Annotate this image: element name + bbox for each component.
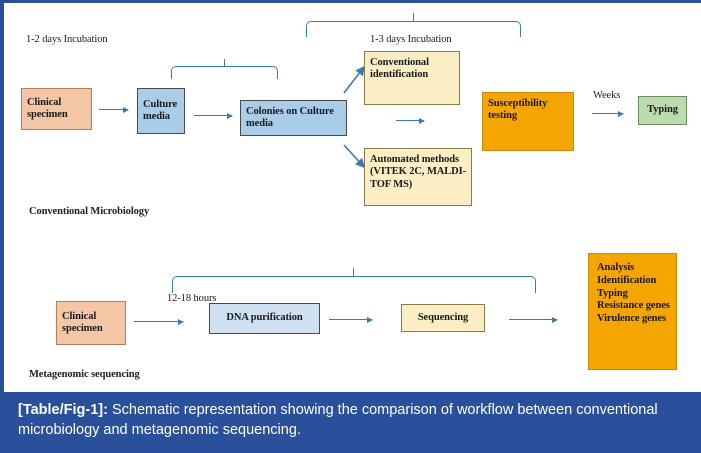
box-clinical-specimen-conventional[interactable]: Clinical specimen — [21, 88, 92, 130]
section-label-conventional-microbiology: Conventional Microbiology — [29, 206, 150, 217]
figure-caption: [Table/Fig-1]: Schematic representation … — [4, 392, 701, 453]
box-clinical-specimen-metagenomic[interactable]: Clinical specimen — [56, 301, 126, 345]
box-analysis-results[interactable]: Analysis Identification Typing Resistanc… — [588, 253, 677, 370]
arrow-susceptibility-to-typing — [592, 110, 624, 117]
box-label: Sequencing — [417, 311, 469, 323]
figure-caption-text: Schematic representation showing the com… — [18, 402, 658, 438]
arrow-culture-to-colonies — [194, 112, 233, 119]
box-culture-media[interactable]: Culture media — [137, 88, 185, 134]
incubation-left-label: 1-2 days Incubation — [26, 34, 108, 45]
box-sequencing[interactable]: Sequencing — [401, 304, 485, 332]
arrow-sequencing-to-analysis — [509, 316, 558, 323]
arrow-specimen-to-dna-purification — [134, 318, 184, 325]
bracket-metagenomic-span — [172, 276, 536, 293]
box-conventional-identification[interactable]: Conventional identification — [364, 51, 460, 105]
bracket-culture-to-colonies-tick — [224, 59, 225, 67]
bracket-metagenomic-span-tick — [353, 268, 354, 277]
incubation-right-label: 1-3 days Incubation — [370, 34, 452, 45]
arrow-dna-to-sequencing — [329, 316, 373, 323]
figure-caption-tag: [Table/Fig-1]: — [18, 402, 108, 418]
box-label: Susceptibility testing — [488, 98, 548, 122]
box-colonies-on-culture-media[interactable]: Colonies on Culture media — [240, 100, 347, 136]
arrow-colonies-to-automated-methods — [343, 144, 366, 169]
diagram-canvas: 1-2 days Incubation Clinical specimen Cu… — [4, 3, 701, 395]
arrow-identification-down-link — [396, 117, 425, 124]
box-dna-purification[interactable]: DNA purification — [209, 303, 320, 334]
arrow-colonies-to-conventional-identification — [343, 65, 365, 94]
weeks-label: Weeks — [593, 90, 621, 101]
box-typing[interactable]: Typing — [638, 96, 687, 125]
box-label: DNA purification — [226, 312, 303, 324]
bracket-culture-to-colonies — [171, 66, 278, 79]
duration-label-metagenomic: 12-18 hours — [167, 293, 217, 304]
box-automated-methods[interactable]: Automated methods (VITEK 2C, MALDI-TOF M… — [364, 148, 472, 206]
box-label: Automated methods (VITEK 2C, MALDI-TOF M… — [370, 154, 467, 190]
bracket-identification-span-tick — [413, 13, 414, 22]
box-label: Colonies on Culture media — [246, 105, 334, 129]
box-label: Analysis Identification Typing Resistanc… — [597, 262, 670, 325]
box-label: Clinical specimen — [62, 310, 103, 334]
arrow-specimen-to-culture — [99, 106, 129, 113]
box-susceptibility-testing[interactable]: Susceptibility testing — [482, 92, 574, 151]
section-label-metagenomic-sequencing: Metagenomic sequencing — [29, 369, 140, 380]
box-label: Clinical specimen — [27, 96, 68, 120]
box-label: Typing — [647, 104, 678, 116]
box-label: Conventional identification — [370, 57, 429, 81]
box-label: Culture media — [143, 98, 178, 122]
